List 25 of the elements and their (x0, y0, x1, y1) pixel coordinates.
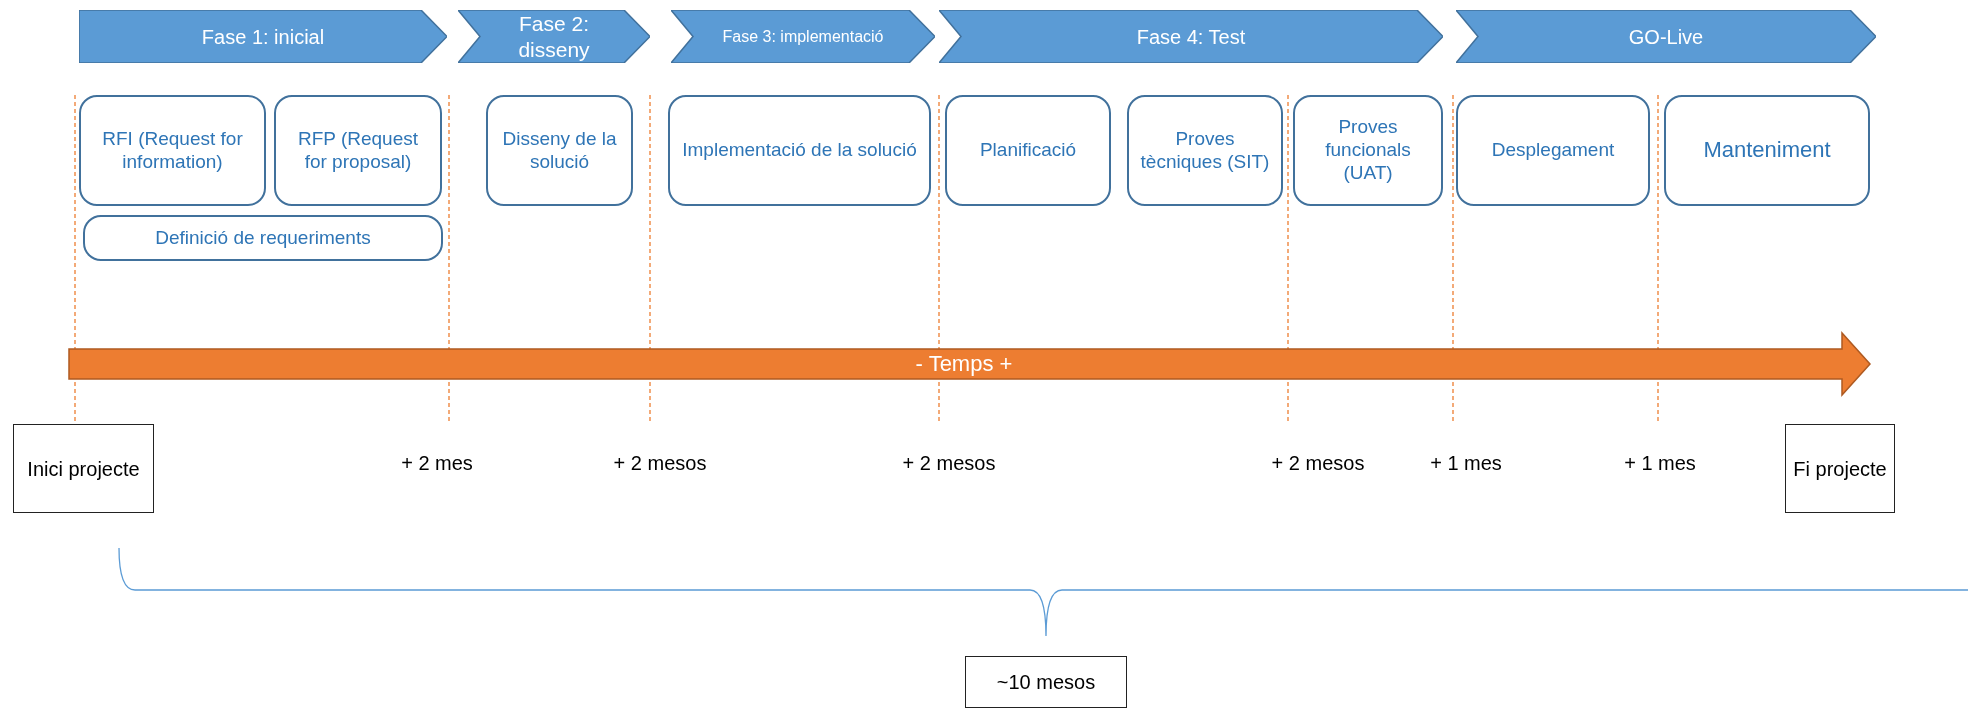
duration-label: + 1 mes (1624, 452, 1696, 475)
arrow-label: - Temps + (915, 351, 1013, 377)
milestone-box: ~10 mesos (965, 656, 1127, 708)
milestone-box: Inici projecte (13, 424, 154, 513)
duration-label: + 2 mes (401, 452, 473, 475)
duration-label: + 2 mesos (1271, 452, 1365, 475)
task-box: Manteniment (1664, 95, 1870, 206)
duration-label: + 2 mesos (902, 452, 996, 475)
phase-banner: Fase 3: implementació (671, 10, 935, 63)
task-box: Planificació (945, 95, 1111, 206)
phase-banner: Fase 1: inicial (79, 10, 447, 63)
task-box: Desplegament (1456, 95, 1650, 206)
phase-banner: Fase 4: Test (939, 10, 1443, 63)
task-box: Proves funcionals (UAT) (1293, 95, 1443, 206)
milestone-box: Fi projecte (1785, 424, 1895, 513)
duration-label: + 2 mesos (613, 452, 707, 475)
task-box: RFP (Request for proposal) (274, 95, 442, 206)
task-box: Disseny de la solució (486, 95, 633, 206)
task-box: RFI (Request for information) (79, 95, 266, 206)
duration-label: + 1 mes (1430, 452, 1502, 475)
task-box: Implementació de la solució (668, 95, 931, 206)
phase-banner: Fase 2: disseny (458, 10, 650, 63)
task-box: Proves tècniques (SIT) (1127, 95, 1283, 206)
phase-banner: GO-Live (1456, 10, 1876, 63)
task-box: Definició de requeriments (83, 215, 443, 261)
